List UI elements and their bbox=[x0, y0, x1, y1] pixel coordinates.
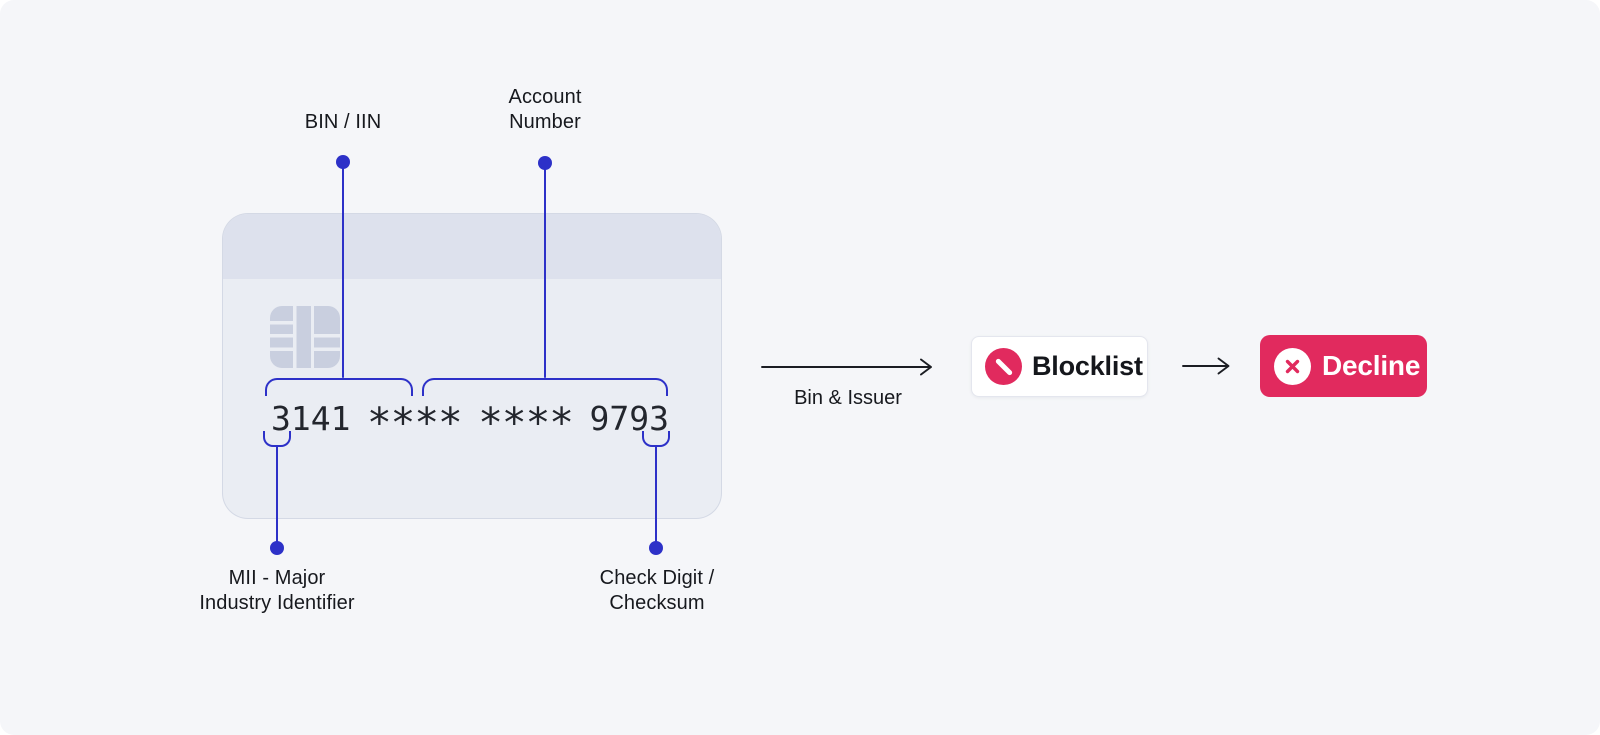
bin-issuer-caption: Bin & Issuer bbox=[794, 387, 902, 409]
mii-annotation-dot bbox=[270, 541, 284, 555]
check-digit-label-line1: Check Digit / bbox=[599, 567, 715, 589]
bin-label: BIN / IIN bbox=[304, 111, 382, 133]
x-icon bbox=[1285, 359, 1300, 373]
check-digit-label: Check Digit / Checksum bbox=[532, 566, 782, 616]
decline-button-label: Decline bbox=[1322, 350, 1421, 381]
blocklist-node-label: Blocklist bbox=[1032, 351, 1143, 381]
flow-arrow-icon bbox=[1182, 357, 1230, 375]
card-number-group-mii-bin: 3141 bbox=[271, 399, 351, 438]
card-number-group-check: 9793 bbox=[589, 399, 669, 438]
check-digit-label-line2: Checksum bbox=[609, 592, 705, 614]
mii-label-line1: MII - Major bbox=[228, 567, 326, 589]
mii-label: MII - Major Industry Identifier bbox=[152, 566, 402, 616]
mii-label-line2: Industry Identifier bbox=[199, 592, 355, 614]
account-label-line2: Number bbox=[509, 111, 581, 133]
account-annotation-line bbox=[544, 163, 546, 378]
bin-brace bbox=[265, 378, 413, 396]
blocklist-node[interactable]: Blocklist bbox=[971, 336, 1148, 397]
account-brace bbox=[422, 378, 668, 396]
block-slash-icon bbox=[985, 348, 1022, 385]
credit-card: 3141 **** **** 9793 bbox=[222, 213, 722, 519]
x-circle-icon bbox=[1274, 347, 1311, 385]
card-number: 3141 **** **** 9793 bbox=[271, 399, 669, 444]
mii-annotation-line bbox=[276, 445, 278, 548]
card-number-group-masked-1: **** bbox=[366, 399, 463, 447]
block-slash-bar bbox=[994, 357, 1013, 376]
decline-button[interactable]: Decline bbox=[1260, 335, 1427, 397]
check-digit-annotation-line bbox=[655, 445, 657, 548]
card-number-group-masked-2: **** bbox=[478, 399, 574, 447]
check-digit-annotation-dot bbox=[649, 541, 663, 555]
bin-annotation-line bbox=[342, 162, 344, 378]
account-label-line1: Account bbox=[508, 86, 582, 108]
card-header-band bbox=[223, 214, 721, 279]
card-chip-icon bbox=[270, 306, 340, 368]
account-label: Account Number bbox=[465, 85, 625, 135]
flow-arrow-icon bbox=[761, 358, 932, 376]
